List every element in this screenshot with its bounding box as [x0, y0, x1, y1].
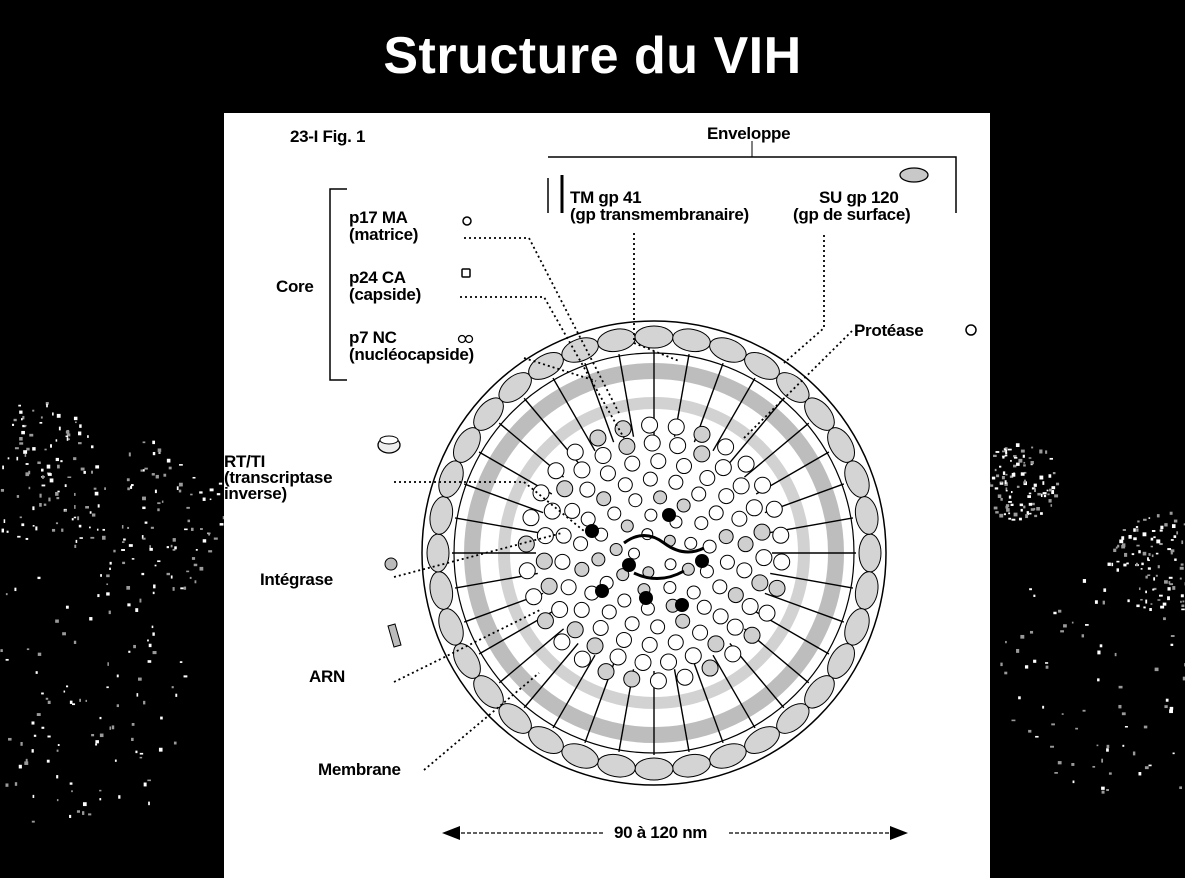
- ca-icon: [462, 269, 470, 277]
- slide-title: Structure du VIH: [0, 26, 1185, 86]
- membrane-label: Membrane: [318, 761, 401, 778]
- su-gp120-icon: [900, 168, 928, 182]
- figure-panel: 23-I Fig. 1 Enveloppe TM gp 41 (gp trans…: [224, 113, 990, 878]
- tm-gp41-label: TM gp 41: [570, 189, 641, 206]
- nc-desc: (nucléocapside): [349, 346, 474, 363]
- protease-label: Protéase: [854, 322, 923, 339]
- nc-icon: [459, 336, 473, 343]
- core-bracket: [330, 189, 347, 380]
- arn-label: ARN: [309, 668, 345, 685]
- nc-label: p7 NC: [349, 329, 397, 346]
- ma-desc: (matrice): [349, 226, 418, 243]
- ma-label: p17 MA: [349, 209, 408, 226]
- ca-label: p24 CA: [349, 269, 406, 286]
- envelope-label: Enveloppe: [707, 125, 790, 142]
- virion: [422, 321, 886, 785]
- su-gp120-label: SU gp 120: [819, 189, 899, 206]
- core-label: Core: [276, 278, 314, 295]
- rt-icon: [378, 436, 400, 453]
- ma-icon: [463, 217, 471, 225]
- su-gp120-desc: (gp de surface): [793, 206, 910, 223]
- ca-desc: (capside): [349, 286, 421, 303]
- tm-gp41-desc: (gp transmembranaire): [570, 206, 749, 223]
- protease-icon: [966, 325, 976, 335]
- integrase-icon: [385, 558, 397, 570]
- scale-label: 90 à 120 nm: [614, 824, 707, 841]
- rt-desc-2: inverse): [224, 485, 287, 502]
- arn-icon: [388, 624, 401, 647]
- fig-ref: 23-I Fig. 1: [290, 128, 365, 145]
- integrase-label: Intégrase: [260, 571, 333, 588]
- leader-su: [784, 235, 824, 363]
